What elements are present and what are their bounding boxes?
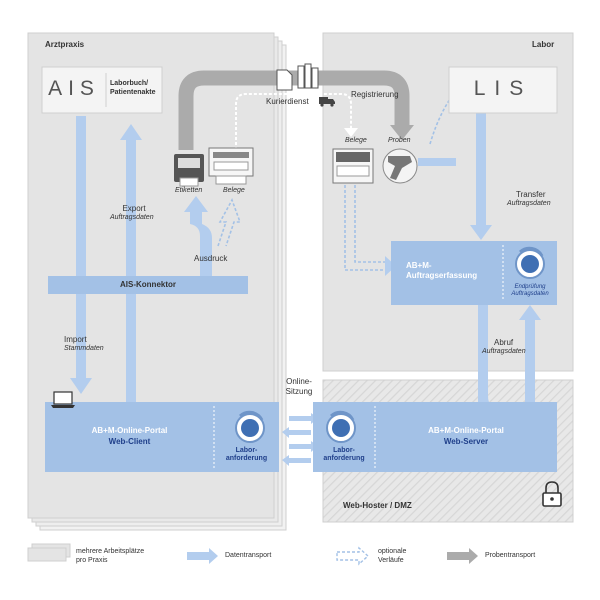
legend-sample-arrow — [447, 548, 478, 564]
ais-label: AIS — [48, 77, 100, 100]
transfer-sub: Auftragsdaten — [507, 200, 551, 207]
webclient-line1: AB+M-Online-Portal — [91, 426, 168, 435]
legend-data-arrow — [187, 548, 218, 564]
data-transport-arrows — [70, 113, 541, 466]
lock-icon — [542, 481, 562, 507]
endpruefung-label: Endprüfung Auftragsdaten — [511, 284, 549, 297]
files-icon — [297, 63, 319, 89]
belege-label: Belege — [223, 187, 245, 194]
document-icon — [276, 69, 293, 91]
export-sub: Auftragsdaten — [110, 214, 154, 221]
sample-arrowhead — [390, 125, 414, 140]
transfer-label: Transfer — [516, 190, 546, 199]
legend-optional: optionale Verläufe — [378, 548, 407, 564]
label-printer-icon — [174, 154, 204, 187]
webserver-line2: Web-Server — [443, 437, 489, 446]
belege-arrowhead — [385, 256, 396, 276]
printer-icon — [332, 148, 374, 184]
etiketten-label: Etiketten — [175, 187, 203, 194]
truck-icon — [319, 97, 335, 107]
legend — [27, 543, 478, 566]
legend-arbeitsplaetze: mehrere Arbeitsplätze pro Praxis — [76, 548, 145, 564]
import-sub: Stammdaten — [64, 345, 104, 352]
proben-label: Proben — [388, 137, 411, 144]
ais-konnektor-bar — [48, 276, 248, 294]
ausdruck-label: Ausdruck — [194, 254, 228, 263]
webserver-box — [313, 402, 557, 472]
ais-subtitle: Laborbuch/ Patientenakte — [110, 80, 156, 96]
optional-arrowhead — [344, 128, 358, 137]
cycle-icon — [235, 410, 265, 443]
online-sitzung-label: Online- Sitzung — [285, 377, 313, 396]
laptop-icon — [51, 391, 75, 408]
lis-box — [448, 66, 558, 114]
import-label: Import — [64, 335, 87, 344]
registrierung-label: Registrierung — [351, 90, 399, 99]
optional-belege-route — [344, 185, 385, 271]
webserver-module-label: Labor- anforderung — [323, 447, 365, 462]
webclient-module-label: Labor- anforderung — [225, 447, 268, 462]
optional-print-route — [217, 198, 242, 247]
lis-label: LIS — [473, 77, 533, 100]
legend-optional-arrow — [336, 546, 370, 566]
cycle-icon — [515, 246, 545, 279]
lab-belege-label: Belege — [345, 137, 367, 144]
abruf-label: Abruf — [494, 338, 514, 347]
webclient-line2: Web-Client — [108, 437, 151, 446]
optional-scan-route — [429, 87, 459, 145]
export-label: Export — [122, 204, 146, 213]
practice-title: Arztpraxis — [45, 40, 85, 49]
abruf-sub: Auftragsdaten — [482, 348, 526, 355]
sample-transport-route — [178, 70, 410, 150]
webserver-line1: AB+M-Online-Portal — [428, 426, 504, 435]
cycle-icon — [326, 410, 356, 443]
legend-datentransport: Datentransport — [225, 552, 272, 559]
erfassung-line2: Auftragserfassung — [406, 271, 478, 280]
lab-title: Labor — [532, 40, 555, 49]
printer-icon — [208, 147, 254, 185]
scanner-icon — [382, 148, 418, 184]
ais-box — [41, 66, 163, 114]
legend-probentransport: Probentransport — [485, 552, 536, 559]
kurierdienst-label: Kurierdienst — [266, 97, 309, 106]
erfassung-line1: AB+M- — [406, 261, 432, 270]
dmz-title: Web-Hoster / DMZ — [343, 501, 412, 510]
konnektor-label: AIS-Konnektor — [120, 280, 176, 289]
optional-route — [235, 93, 352, 150]
